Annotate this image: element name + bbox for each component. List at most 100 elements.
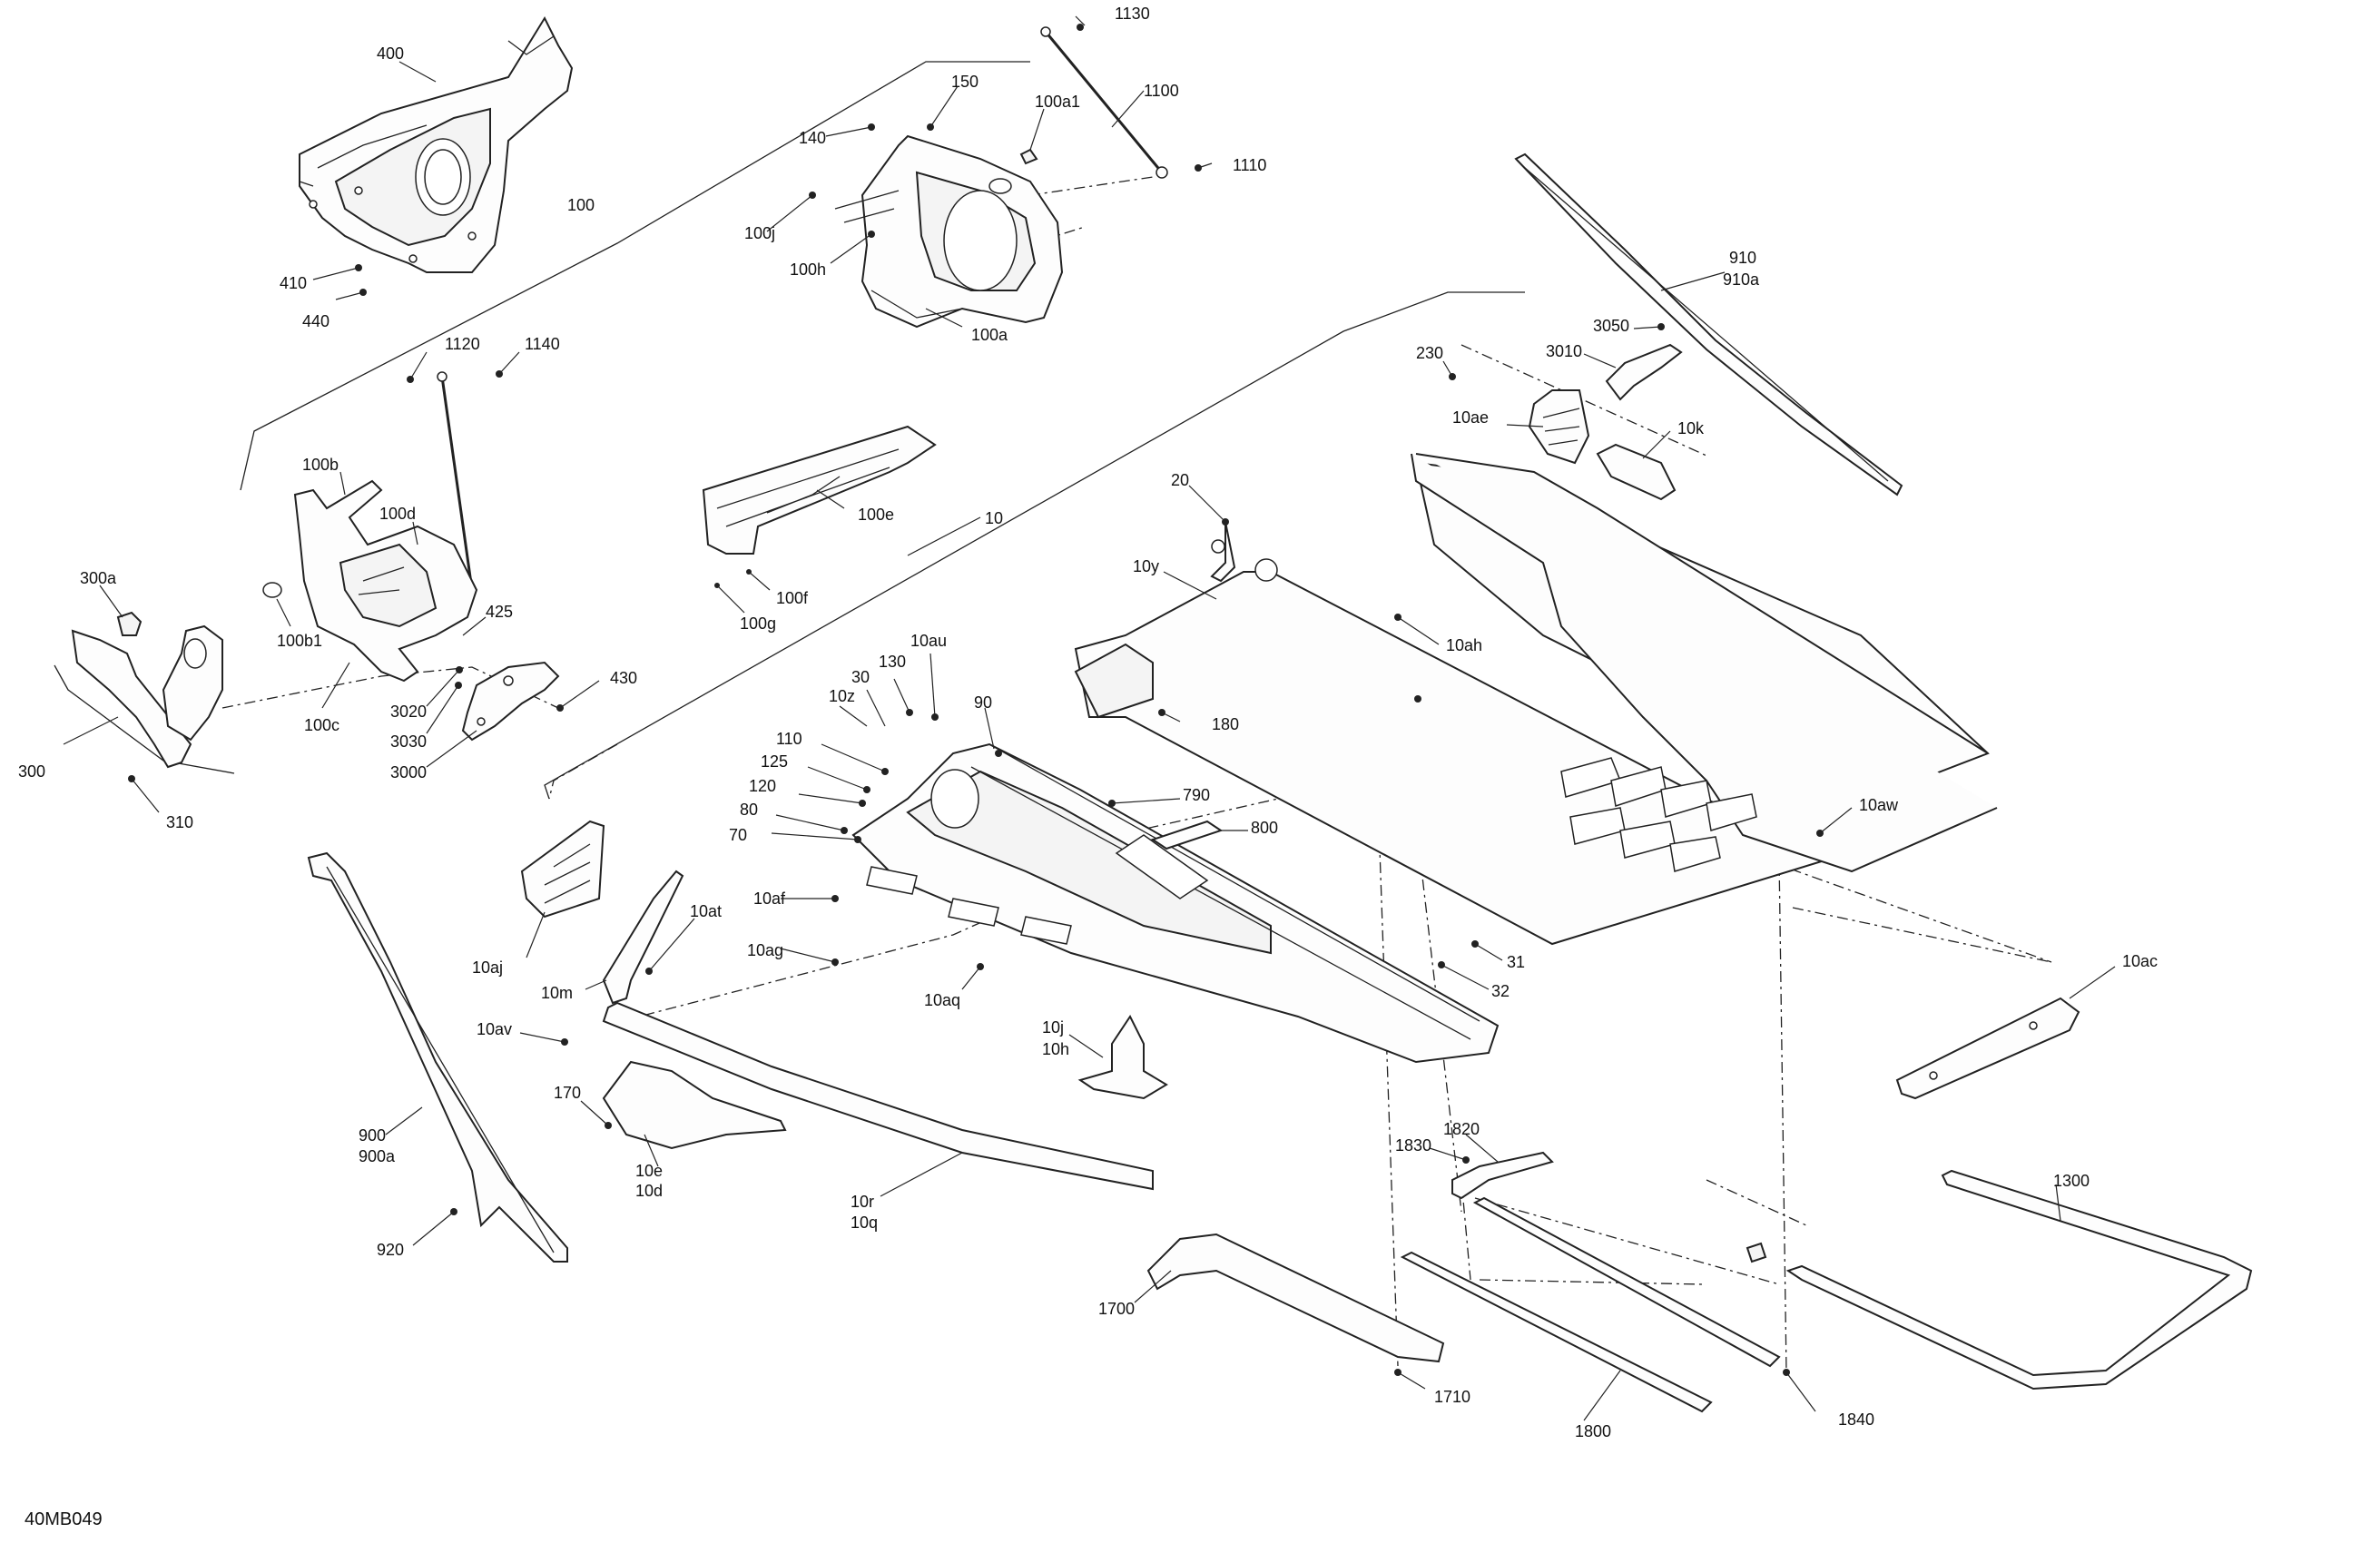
part-10ac-bracket [1895, 997, 2080, 1100]
part-1800-running-board [1400, 1196, 1781, 1413]
callout-125: 125 [761, 752, 788, 771]
part-10k-bracket [1596, 443, 1677, 501]
callout-400: 400 [377, 44, 404, 63]
callout-10at: 10at [690, 902, 722, 920]
callout-100h: 100h [790, 260, 826, 279]
part-1820-bracket [1451, 1151, 1767, 1263]
callout-430: 430 [610, 669, 637, 687]
callout-140: 140 [799, 129, 826, 147]
part-1300-bumper [1785, 1169, 2253, 1391]
callout-900: 900 [359, 1126, 386, 1145]
callout-100d: 100d [379, 505, 416, 523]
callout-150: 150 [951, 73, 979, 91]
callout-170: 170 [554, 1084, 581, 1102]
callout-1130: 1130 [1115, 5, 1150, 23]
callout-70: 70 [729, 826, 747, 844]
callout-1140: 1140 [525, 335, 560, 353]
part-900-rail [307, 851, 568, 1263]
callout-10ac: 10ac [2122, 952, 2158, 970]
callout-100a: 100a [971, 326, 1008, 344]
callout-1840: 1840 [1838, 1410, 1874, 1429]
callout-1110: 1110 [1233, 156, 1266, 174]
callout-10d: 10d [635, 1182, 663, 1200]
callout-1830: 1830 [1395, 1136, 1431, 1155]
callout-300a: 300a [80, 569, 117, 587]
part-100e-bracket [702, 425, 937, 588]
callout-100: 100 [567, 196, 595, 214]
callout-10af: 10af [753, 889, 786, 908]
callout-1100: 1100 [1144, 82, 1179, 100]
callout-31: 31 [1507, 953, 1525, 971]
callout-10aq: 10aq [924, 991, 960, 1009]
callout-90: 90 [974, 693, 992, 712]
part-300-support [71, 611, 223, 782]
callout-790: 790 [1183, 786, 1210, 804]
part-100a-support [834, 134, 1064, 329]
callout-130: 130 [879, 653, 906, 671]
callout-3010: 3010 [1546, 342, 1582, 360]
callout-10ah: 10ah [1446, 636, 1482, 654]
callout-100e: 100e [858, 506, 894, 524]
part-1100-rod [1040, 24, 1202, 179]
part-10r-rail [602, 1001, 1154, 1191]
callout-100f: 100f [776, 589, 809, 607]
callout-3030: 3030 [390, 732, 427, 751]
part-10-tunnel [1074, 453, 1998, 946]
callout-10k: 10k [1677, 419, 1705, 437]
callout-100a1: 100a1 [1035, 93, 1080, 111]
callout-310: 310 [166, 813, 193, 831]
callout-10y: 10y [1133, 557, 1159, 575]
callout-10ae: 10ae [1452, 408, 1489, 427]
callout-100b1: 100b1 [277, 632, 322, 650]
callout-120: 120 [749, 777, 776, 795]
callout-10r: 10r [851, 1193, 874, 1211]
part-10ae-bracket [1528, 389, 1590, 465]
tunnel-vent-slots [1560, 757, 1757, 872]
callout-80: 80 [740, 801, 758, 819]
callout-10m: 10m [541, 984, 573, 1002]
callout-800: 800 [1251, 819, 1278, 837]
callout-3050: 3050 [1593, 317, 1629, 335]
callout-10e: 10e [635, 1162, 663, 1180]
callout-910: 910 [1729, 249, 1756, 267]
callout-1710: 1710 [1434, 1388, 1470, 1406]
callout-1120: 1120 [445, 335, 480, 353]
part-10aj-panel [520, 820, 605, 919]
callout-440: 440 [302, 312, 329, 330]
callout-30: 30 [851, 668, 870, 686]
callout-410: 410 [280, 274, 307, 292]
callout-900a: 900a [359, 1147, 396, 1165]
callout-20: 20 [1171, 471, 1189, 489]
callout-10h: 10h [1042, 1040, 1069, 1058]
part-3000-bracket [455, 661, 564, 742]
callout-3020: 3020 [390, 703, 427, 721]
callout-910a: 910a [1723, 270, 1760, 289]
callout-110: 110 [776, 730, 802, 748]
part-400-steering-support [299, 15, 574, 273]
part-10j-bracket [1077, 1015, 1168, 1100]
callout-1820: 1820 [1443, 1120, 1480, 1138]
callout-1300: 1300 [2053, 1172, 2090, 1190]
part-3010-bracket [1605, 343, 1683, 401]
callout-10: 10 [985, 509, 1003, 527]
callout-10av: 10av [477, 1020, 512, 1038]
part-910-rail [1514, 152, 1903, 496]
callout-3000: 3000 [390, 763, 427, 781]
callout-920: 920 [377, 1241, 404, 1259]
part-100b-support [262, 479, 478, 683]
callout-230: 230 [1416, 344, 1443, 362]
callout-100g: 100g [740, 614, 776, 633]
part-10m-bracket [602, 870, 684, 1005]
part-800-plate [1150, 820, 1224, 850]
callout-32: 32 [1491, 982, 1510, 1000]
part-1700-running-board [1146, 1233, 1445, 1363]
callout-10ag: 10ag [747, 941, 783, 959]
callout-10q: 10q [851, 1214, 878, 1232]
callout-10z: 10z [829, 687, 855, 705]
callout-1800: 1800 [1575, 1422, 1611, 1440]
callout-100b: 100b [302, 456, 339, 474]
callout-10au: 10au [910, 632, 947, 650]
diagram-code: 40MB049 [25, 1509, 103, 1529]
callout-300: 300 [18, 762, 45, 781]
